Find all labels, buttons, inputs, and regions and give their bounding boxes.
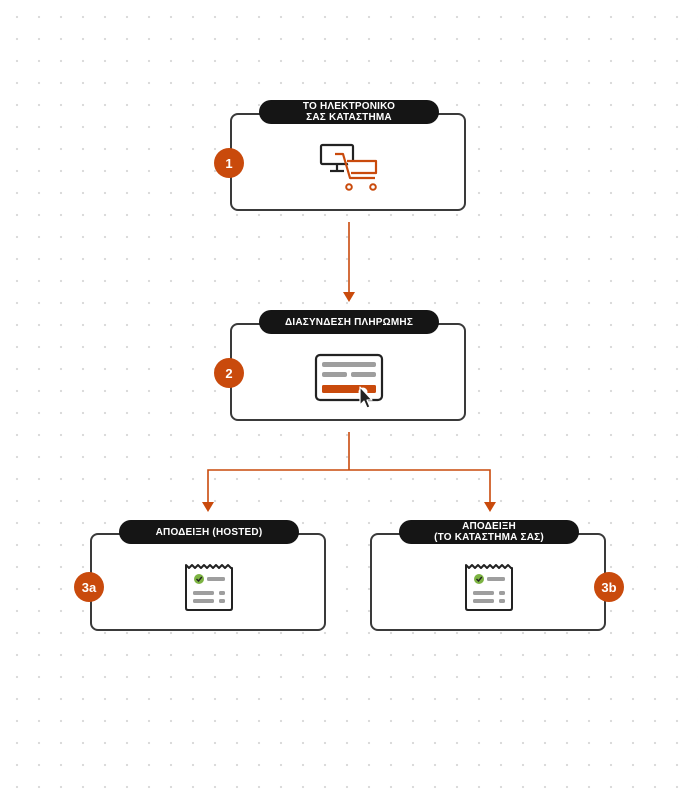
receipt-icon xyxy=(465,564,513,611)
connector-split-3b xyxy=(349,469,491,503)
arrowhead-to-2 xyxy=(343,292,355,302)
step-2-title: ΔΙΑΣΥΝΔΕΣΗ ΠΛΗΡΩΜΗΣ xyxy=(259,310,439,334)
payment-form-icon xyxy=(314,353,384,409)
step-1-badge: 1 xyxy=(214,148,244,178)
arrowhead-to-3b xyxy=(484,502,496,512)
connector-split-3a xyxy=(207,469,349,503)
step-2-badge: 2 xyxy=(214,358,244,388)
step-3a-badge: 3a xyxy=(74,572,104,602)
step-1-title: ΤΟ ΗΛΕΚΤΡΟΝΙΚΟ ΣΑΣ ΚΑΤΑΣΤΗΜΑ xyxy=(259,100,439,124)
step-3b-title: ΑΠΟΔΕΙΞΗ (ΤΟ ΚΑΤΑΣΤΗΜΑ ΣΑΣ) xyxy=(399,520,579,544)
computer-cart-icon xyxy=(319,143,378,191)
receipt-icon xyxy=(185,564,233,611)
step-3a-box xyxy=(90,533,326,631)
arrowhead-to-3a xyxy=(202,502,214,512)
step-3b-badge: 3b xyxy=(594,572,624,602)
step-3a-title: ΑΠΟΔΕΙΞΗ (HOSTED) xyxy=(119,520,299,544)
